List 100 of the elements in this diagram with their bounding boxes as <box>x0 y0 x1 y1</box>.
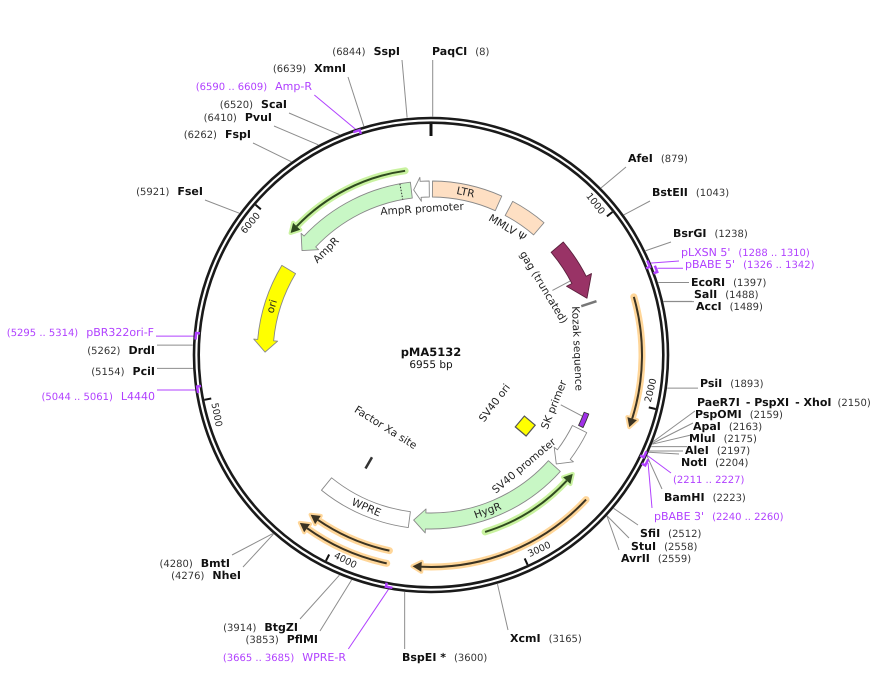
leader-line <box>645 242 672 252</box>
feature-label: SK primer <box>539 378 570 432</box>
leader-line <box>300 574 340 620</box>
leader-line <box>496 584 508 630</box>
cut-site-label: (6639) XmnI <box>272 62 346 75</box>
leader-line <box>314 94 357 130</box>
scale-number: 5000 <box>208 402 224 428</box>
plasmid-name: pMA5132 <box>400 345 462 359</box>
leader-line <box>658 282 690 284</box>
leader-line <box>274 126 319 146</box>
primer-label: (3665 .. 3685) WPRE-R <box>222 651 346 664</box>
feature-label: HygR <box>472 500 504 522</box>
cut-site-label: (5921) FseI <box>136 185 203 198</box>
leader-line <box>232 533 274 556</box>
cut-site-label: EcoRI (1397) <box>691 276 766 289</box>
cut-site-label: MluI (2175) <box>689 432 757 445</box>
cut-site-label: AfeI (879) <box>628 152 688 165</box>
cut-site-label: (6844) SspI <box>332 45 400 58</box>
cut-site-label: SfiI (2512) <box>640 527 702 540</box>
primer-marker-icon <box>194 332 200 340</box>
feature-label: LTR <box>455 184 476 200</box>
primer-label: (2211 .. 2227) <box>673 475 744 486</box>
leader-line <box>652 410 696 442</box>
leader-line <box>156 336 195 337</box>
leader-line <box>648 452 680 454</box>
leader-line <box>560 404 583 417</box>
leader-line <box>348 76 364 127</box>
leader-line <box>432 60 434 117</box>
primer-label: (5295 .. 5314) pBR322ori-F <box>6 326 154 339</box>
cut-site-label: StuI (2558) <box>631 540 698 553</box>
leader-line <box>242 534 274 568</box>
leader-line <box>156 368 194 369</box>
leader-line <box>623 200 650 216</box>
cut-site-label: PaeR7I - PspXI - XhoI (2150) <box>697 396 871 409</box>
cut-site-label: NotI (2204) <box>681 456 748 469</box>
primer-marker-icon <box>640 450 648 458</box>
leader-line <box>646 454 672 474</box>
scale-number: 3000 <box>526 540 553 560</box>
plasmid-size: 6955 bp <box>409 359 453 371</box>
primer-marker-icon <box>196 384 202 394</box>
primer-marker-icon <box>653 265 658 275</box>
leader-line <box>252 142 292 162</box>
primer-marker-icon <box>352 128 362 134</box>
leader-line <box>662 301 694 302</box>
primer-label: (6590 .. 6609) Amp-R <box>196 80 312 93</box>
primer-marker-icon <box>641 458 650 467</box>
feature-label: ori <box>264 298 280 315</box>
primer-label: (5044 .. 5061) L4440 <box>41 390 155 403</box>
leader-line <box>606 516 620 550</box>
leader-line <box>552 280 571 291</box>
leader-line <box>652 422 694 444</box>
cut-site-label: (5262) DrdI <box>87 344 155 357</box>
cut-site-label: BstEII (1043) <box>652 186 730 199</box>
leader-line <box>648 462 652 508</box>
primer-label: pLXSN 5' (1288 .. 1310) <box>681 246 810 259</box>
cut-site-label: AccI (1489) <box>696 300 763 313</box>
leader-line <box>204 200 240 214</box>
leader-line <box>666 388 698 389</box>
cut-site-label: PspOMI (2159) <box>695 408 783 421</box>
scale-number: 4000 <box>332 550 358 572</box>
leader-line <box>156 344 194 346</box>
cut-site-label: BamHI (2223) <box>664 491 746 504</box>
cut-site-label: SalI (1488) <box>694 288 758 301</box>
leader-line <box>650 446 688 448</box>
primer-marker-icon <box>384 582 393 590</box>
leader-line <box>288 112 340 136</box>
feature-label: AmpR promoter <box>380 200 464 218</box>
cut-site-label: (3914) BtgZI <box>223 621 298 634</box>
leader-line <box>156 390 197 391</box>
leader-line <box>656 268 684 269</box>
leader-line <box>606 515 630 538</box>
cut-site-label: (5154) PciI <box>91 365 155 378</box>
cut-site-label: AvrII (2559) <box>621 552 692 565</box>
primer-marker-icon <box>578 412 590 428</box>
leader-line <box>348 588 390 650</box>
leader-line <box>648 450 684 452</box>
cut-site-label: BspEI * (3600) <box>402 651 488 664</box>
cut-site-label: BsrGI (1238) <box>673 227 748 240</box>
leader-line <box>402 60 408 118</box>
leader-line <box>404 592 406 650</box>
leader-line <box>600 166 626 188</box>
cut-site-label: (4276) NheI <box>171 569 241 582</box>
cut-site-label: (4280) BmtI <box>160 557 230 570</box>
leader-line <box>650 260 680 264</box>
leader-line <box>320 579 352 632</box>
cut-site-label: PsiI (1893) <box>700 377 764 390</box>
scale-number: 2000 <box>643 377 660 404</box>
cut-site-label: AleI (2197) <box>685 444 750 457</box>
primer-marker-icon <box>646 260 652 270</box>
feature-label: Kozak sequence <box>569 306 585 392</box>
leader-line <box>646 456 662 490</box>
cut-site-label: ApaI (2163) <box>693 420 762 433</box>
cut-site-label: PaqCI (8) <box>432 45 490 58</box>
primer-label: pBABE 5' (1326 .. 1342) <box>685 258 814 271</box>
primer-label: pBABE 3' (2240 .. 2260) <box>654 510 784 523</box>
cut-site-label: (3853) PflMI <box>245 633 318 646</box>
cut-site-label: (6520) ScaI <box>220 98 287 111</box>
cut-site-label: (6410) PvuI <box>204 111 272 124</box>
cut-site-label: XcmI (3165) <box>510 632 582 645</box>
cut-site-label: (6262) FspI <box>184 128 251 141</box>
